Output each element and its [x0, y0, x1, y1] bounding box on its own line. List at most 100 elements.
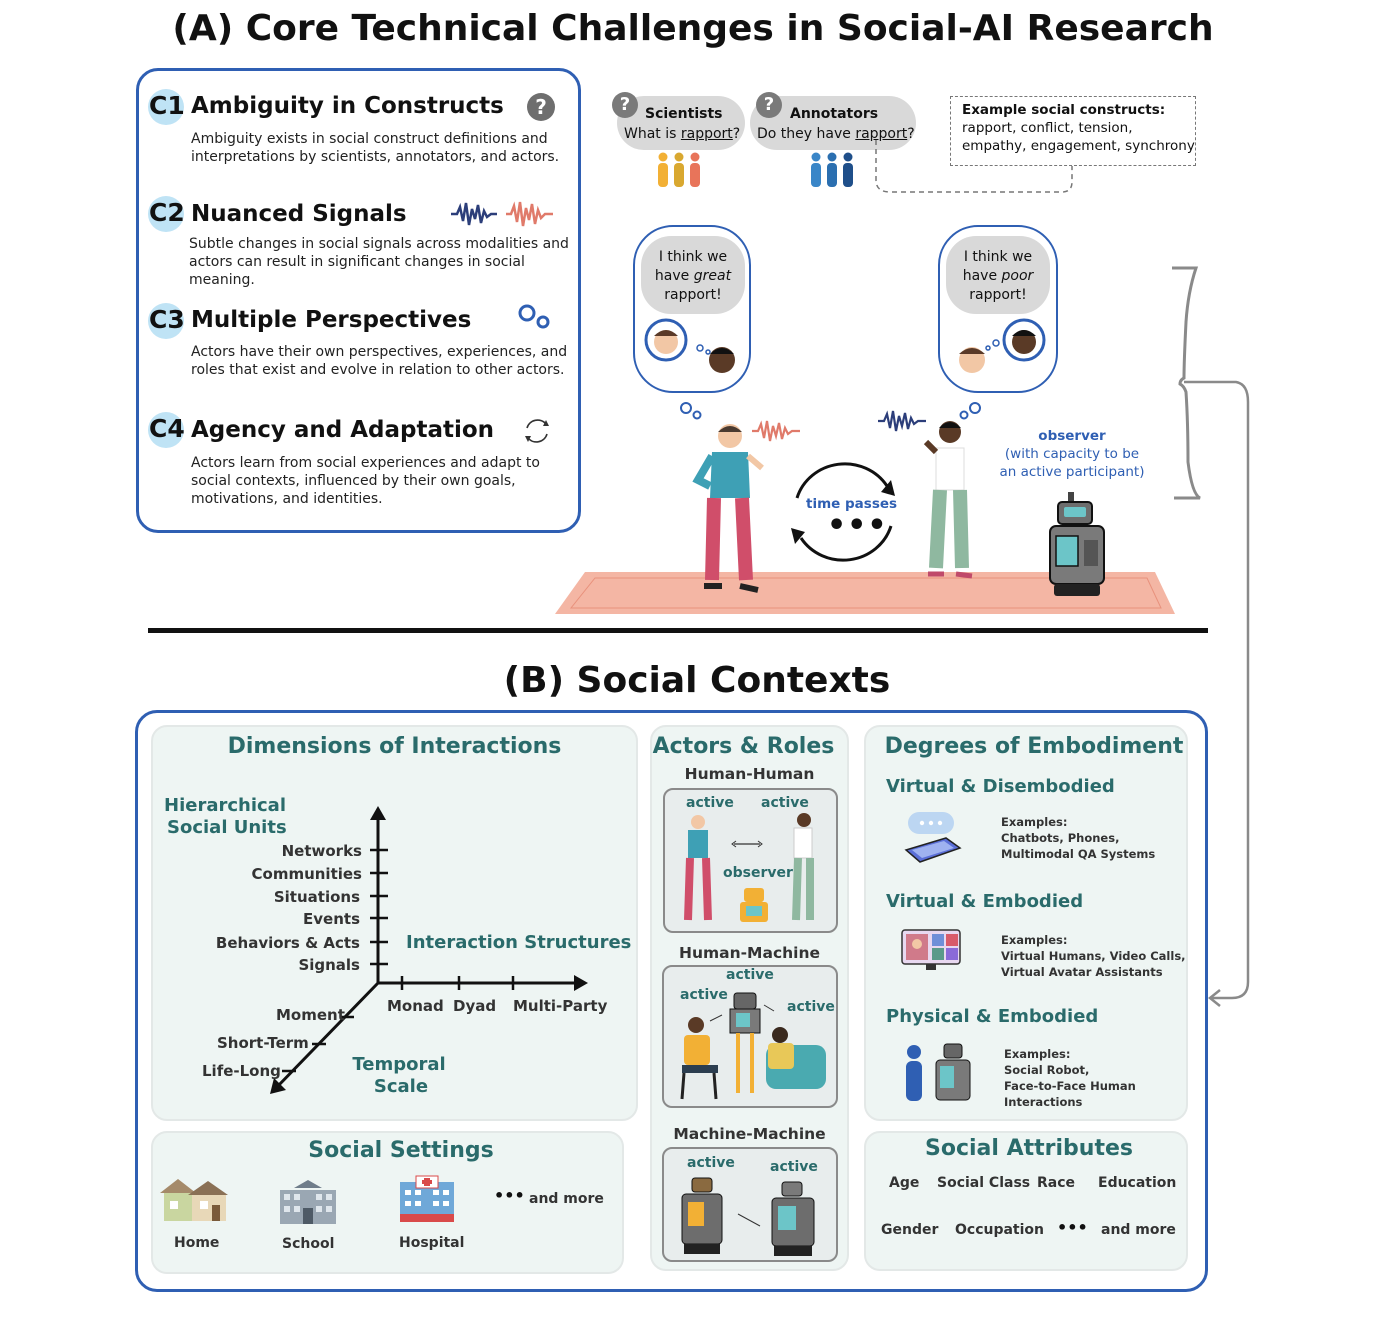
embodiment-title: Degrees of Embodiment	[884, 734, 1184, 759]
attr-race: Race	[1037, 1175, 1076, 1191]
signal-wave-left	[752, 420, 800, 442]
hm-active-right: active	[787, 999, 835, 1015]
waveform-icon	[451, 201, 553, 227]
c2-badge	[148, 196, 184, 232]
hh-active-1: active	[686, 795, 734, 811]
y-axis-title-1: Hierarchical	[164, 795, 286, 816]
z-tick-lifelong: Life-Long	[202, 1062, 281, 1080]
hm-active-top: active	[726, 967, 774, 983]
actor-right	[923, 421, 973, 579]
embodiment-1-title: Virtual & Disembodied	[886, 776, 1115, 797]
y-tick-networks: Networks	[281, 842, 362, 860]
thought-right-line3: rapport!	[969, 287, 1027, 303]
thought-dots-right	[959, 402, 981, 420]
settings-more: and more	[529, 1191, 604, 1207]
y-tick-communities: Communities	[251, 865, 363, 883]
hospital-icon	[400, 1175, 454, 1222]
scientists-question-icon: ?	[612, 92, 638, 118]
time-passes-label: time passes	[806, 496, 898, 512]
thought-dots-left	[680, 402, 702, 420]
embodiment-3-ex2: Face-to-Face Human	[1004, 1079, 1136, 1093]
hm-active-left: active	[680, 987, 728, 1003]
y-tick-behaviors: Behaviors & Acts	[215, 934, 360, 952]
mm-active-1: active	[687, 1155, 735, 1171]
dimensions-axes	[270, 806, 588, 1094]
observer-label: observer	[1038, 428, 1106, 444]
thought-text-bg-right	[946, 236, 1050, 314]
thought-text-left: I think we have great rapport!	[641, 248, 745, 305]
c4-code: C4	[149, 414, 185, 443]
attributes-ellipsis: •••	[1057, 1218, 1088, 1237]
settings-ellipsis: •••	[494, 1186, 525, 1205]
time-passes-cycle-icon	[791, 462, 895, 562]
c4-desc: Actors learn from social experiences and…	[191, 455, 540, 507]
section-divider	[148, 628, 1208, 633]
thought-faces-left	[644, 318, 735, 373]
attributes-more: and more	[1101, 1222, 1176, 1238]
question-icon: ?	[527, 93, 555, 121]
attr-education: Education	[1098, 1175, 1177, 1191]
embodiment-3-examples: Examples: Social Robot, Face-to-Face Hum…	[1004, 1046, 1136, 1110]
actor-left	[692, 424, 764, 593]
challenges-panel: C1 Ambiguity in Constructs ? Ambiguity e…	[136, 68, 581, 533]
embodiment-2-ex-head: Examples:	[1001, 933, 1068, 947]
attributes-title: Social Attributes	[925, 1136, 1133, 1161]
observer-robot-icon	[1049, 492, 1105, 596]
c2-desc: Subtle changes in social signals across …	[189, 236, 569, 288]
annotators-question-word: rapport	[855, 126, 908, 142]
z-tick-shortterm: Short-Term	[217, 1034, 309, 1052]
z-tick-moment: Moment	[276, 1006, 345, 1024]
embodiment-2-examples: Examples: Virtual Humans, Video Calls, V…	[1001, 932, 1186, 980]
c2-title: Nuanced Signals	[191, 201, 407, 227]
thought-dots-icon	[518, 304, 550, 329]
thought-right-line2: have poor	[946, 267, 1050, 286]
embodiment-3-ex-head: Examples:	[1004, 1047, 1071, 1061]
c1-code: C1	[149, 91, 185, 120]
thought-right-emph: poor	[1001, 268, 1034, 284]
annotators-question-pre: Do they have	[757, 126, 856, 142]
thought-left-mid: have	[654, 268, 694, 284]
thought-right-line1: I think we	[963, 249, 1033, 265]
observer-note1: (with capacity to be	[1004, 446, 1140, 462]
c2-code: C2	[149, 198, 185, 227]
x-tick-multiparty: Multi-Party	[513, 997, 608, 1015]
c1-badge	[148, 89, 184, 125]
mm-active-2: active	[770, 1159, 818, 1175]
hm-scene	[680, 992, 826, 1100]
embodiment-3-ex1: Social Robot,	[1004, 1063, 1090, 1077]
embodiment-3-ex3: Interactions	[1004, 1095, 1083, 1109]
c3-code: C3	[149, 305, 185, 334]
section-b-title: (B) Social Contexts	[503, 660, 891, 701]
y-tick-situations: Situations	[273, 888, 360, 906]
home-label: Home	[174, 1235, 220, 1251]
thought-faces-right	[959, 318, 1046, 373]
thought-left-line3: rapport!	[664, 287, 722, 303]
home-icon	[160, 1179, 228, 1221]
constructs-box	[950, 96, 1196, 166]
embodiment-2-ex2: Virtual Avatar Assistants	[1001, 965, 1163, 979]
embodiment-2-title: Virtual & Embodied	[886, 891, 1084, 912]
annotators-question-icon: ?	[756, 92, 782, 118]
thought-left-emph: great	[693, 268, 732, 284]
annotators-label: Annotators	[790, 106, 879, 122]
attributes-panel	[864, 1131, 1188, 1271]
c4-title: Agency and Adaptation	[191, 417, 495, 443]
settings-panel	[151, 1131, 624, 1274]
constructs-line2: empathy, engagement, synchrony	[962, 138, 1195, 154]
embodiment-1-ex-head: Examples:	[1001, 815, 1068, 829]
thought-text-bg-left	[641, 236, 745, 314]
embodiment-1-examples: Examples: Chatbots, Phones, Multimodal Q…	[1001, 814, 1155, 862]
attr-gender: Gender	[881, 1222, 939, 1238]
chatbot-icon	[904, 812, 962, 863]
c4-badge	[148, 412, 184, 448]
rug	[555, 572, 1175, 614]
hm-label: Human-Machine	[678, 944, 821, 962]
embodiment-1-ex2: Multimodal QA Systems	[1001, 847, 1156, 861]
video-call-icon	[901, 929, 961, 970]
school-label: School	[282, 1236, 335, 1252]
scientists-question-pre: What is	[624, 126, 681, 142]
hh-label: Human-Human	[684, 765, 815, 783]
embodiment-3-title: Physical & Embodied	[886, 1006, 1099, 1027]
constructs-heading: Example social constructs:	[962, 102, 1166, 118]
thought-left-line1: I think we	[658, 249, 728, 265]
